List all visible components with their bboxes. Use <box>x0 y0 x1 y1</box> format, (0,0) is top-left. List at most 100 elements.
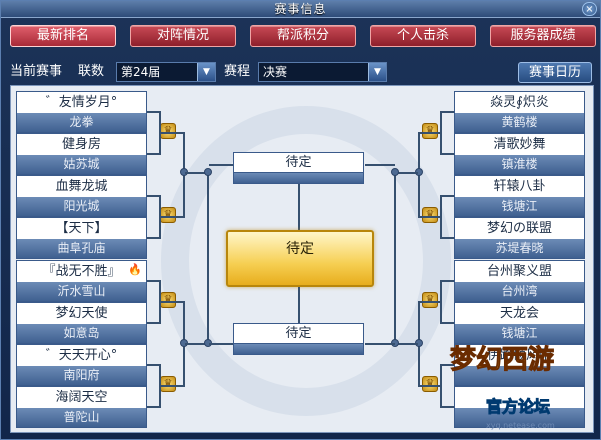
bracket-line <box>440 153 454 155</box>
team-card[interactable]: 清歌妙舞 镇淮楼 <box>454 133 585 175</box>
bracket-line <box>209 343 233 345</box>
bracket-line <box>207 172 209 345</box>
close-icon[interactable]: × <box>582 2 597 16</box>
team-name: 【天下】 <box>17 218 146 239</box>
team-server <box>455 366 584 385</box>
tab-server-results[interactable]: 服务器成绩 <box>490 25 596 47</box>
team-card[interactable] <box>454 386 585 428</box>
tab-personal-kills[interactable]: 个人击杀 <box>370 25 476 47</box>
tab-latest-ranking[interactable]: 最新排名 <box>10 25 116 47</box>
team-server: 如意岛 <box>17 324 146 343</box>
trophy-icon: ♛ <box>422 376 438 392</box>
league-select[interactable]: 第24届 ▼ <box>116 62 216 82</box>
team-name: 梦幻天使 <box>17 303 146 324</box>
bracket-line <box>185 343 209 345</box>
team-server: 普陀山 <box>17 408 146 427</box>
watermark-url: xyq.netease.com <box>486 421 555 430</box>
semifinal-slot-bottom[interactable]: 待定 <box>233 323 364 344</box>
chevron-down-icon[interactable]: ▼ <box>197 63 215 81</box>
bracket-line <box>159 364 161 408</box>
bracket-line <box>418 301 440 303</box>
bracket-line <box>159 280 161 324</box>
watermark-logo: 梦幻西游 <box>449 345 555 376</box>
team-server: 龙拳 <box>17 113 146 132</box>
trophy-icon: ♛ <box>422 292 438 308</box>
calendar-button[interactable]: 赛事日历 <box>518 62 592 83</box>
semifinal-slot-top-bar <box>233 173 364 184</box>
bracket-line <box>298 184 300 230</box>
team-name: 台州聚义盟 <box>455 261 584 282</box>
team-name: 海阔天空 <box>17 387 146 408</box>
bracket-line <box>440 322 454 324</box>
bracket-line <box>440 406 454 408</box>
team-server: 曲阜孔庙 <box>17 239 146 258</box>
team-server: 阳光城 <box>17 197 146 216</box>
tab-bar: 最新排名 对阵情况 帮派积分 个人击杀 服务器成绩 <box>10 25 596 47</box>
league-select-value: 第24届 <box>121 65 161 79</box>
bracket-line <box>440 195 442 239</box>
team-name: 焱灵∮炽炎 <box>455 92 584 113</box>
team-card[interactable]: 台州聚义盟 台州湾 <box>454 260 585 302</box>
team-card[interactable]: 梦幻天使 如意岛 <box>16 302 147 344</box>
team-card[interactable]: 梦幻の联盟 苏堤春晓 <box>454 217 585 259</box>
team-card[interactable]: 海阔天空 普陀山 <box>16 386 147 428</box>
bracket-line <box>394 172 396 345</box>
team-server: 沂水雪山 <box>17 282 146 301</box>
bracket-line <box>394 172 418 174</box>
stage-select[interactable]: 决赛 ▼ <box>258 62 387 82</box>
bracket-line <box>185 172 209 174</box>
final-slot[interactable]: 待定 <box>226 230 374 287</box>
bracket-line <box>440 111 442 155</box>
bracket-line <box>209 164 233 166</box>
team-server: 钱塘江 <box>455 324 584 343</box>
team-card[interactable]: 【天下】 曲阜孔庙 <box>16 217 147 259</box>
team-card[interactable]: 焱灵∮炽炎 黄鹤楼 <box>454 91 585 133</box>
team-card[interactable]: ゛友情岁月° 龙拳 <box>16 91 147 133</box>
bracket-line <box>298 287 300 323</box>
bracket-line <box>161 301 183 303</box>
team-card[interactable]: 『战无不胜』 🔥 沂水雪山 <box>16 260 147 302</box>
team-card[interactable]: 健身房 姑苏城 <box>16 133 147 175</box>
league-label: 联数 <box>78 64 105 79</box>
trophy-icon: ♛ <box>160 123 176 139</box>
tab-matchups[interactable]: 对阵情况 <box>130 25 236 47</box>
stage-select-value: 决赛 <box>263 65 288 79</box>
team-server: 苏堤春晓 <box>455 239 584 258</box>
bracket-line <box>365 164 395 166</box>
bracket-line <box>147 111 159 113</box>
bracket-line <box>440 195 454 197</box>
team-card[interactable]: 伊路倾风雨 <box>454 344 585 386</box>
bracket-line <box>365 343 395 345</box>
bracket-board: ゛友情岁月° 龙拳 健身房 姑苏城 血舞龙城 阳光城 【天下】 曲阜孔庙 『战无… <box>10 85 594 433</box>
window-title: 赛事信息 <box>274 2 327 16</box>
watermark-sub: 官方论坛 <box>485 397 551 417</box>
team-card[interactable]: 血舞龙城 阳光城 <box>16 175 147 217</box>
team-card[interactable]: 天龙会 钱塘江 <box>454 302 585 344</box>
bracket-node <box>204 168 212 176</box>
team-name <box>455 387 584 408</box>
team-card[interactable]: 轩辕八卦 钱塘江 <box>454 175 585 217</box>
bracket-line <box>394 343 418 345</box>
bracket-line <box>440 111 454 113</box>
team-server: 姑苏城 <box>17 155 146 174</box>
semifinal-slot-top[interactable]: 待定 <box>233 152 364 173</box>
final-slot-label: 待定 <box>286 241 314 257</box>
bracket-line <box>159 111 161 155</box>
bracket-line <box>147 153 159 155</box>
trophy-icon: ♛ <box>160 207 176 223</box>
bracket-line <box>147 195 159 197</box>
chevron-down-icon[interactable]: ▼ <box>368 63 386 81</box>
trophy-icon: ♛ <box>422 123 438 139</box>
tab-guild-points[interactable]: 帮派积分 <box>250 25 356 47</box>
bracket-line <box>418 132 440 134</box>
team-name: ゛天天开心° <box>17 345 146 366</box>
team-server <box>455 408 584 427</box>
bracket-line <box>147 364 159 366</box>
team-card[interactable]: ゛天天开心° 南阳府 <box>16 344 147 386</box>
bracket-line <box>440 364 454 366</box>
site-watermark: 梦幻西游 官方论坛 xyq.netease.com <box>446 297 596 437</box>
team-server: 镇淮楼 <box>455 155 584 174</box>
bracket-line <box>147 322 159 324</box>
bracket-line <box>440 280 442 324</box>
